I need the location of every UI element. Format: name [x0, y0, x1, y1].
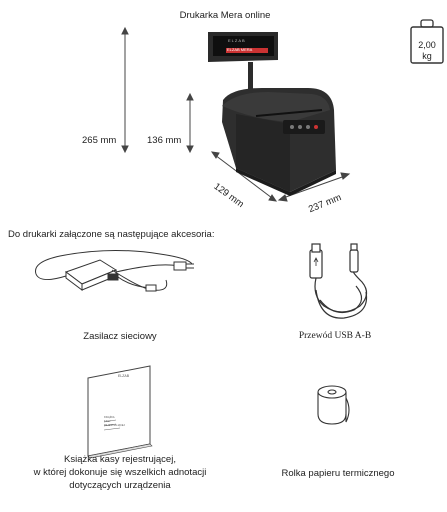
arrow-head-icon	[277, 194, 288, 202]
arrow-head-icon	[121, 26, 129, 35]
booklet-label-line1: Książka kasy rejestrującej,	[64, 454, 176, 465]
weight-value: 2,00	[418, 40, 436, 50]
booklet-label: Książka kasy rejestrującej, w której dok…	[10, 453, 230, 492]
dimension-total-height: 265 mm	[82, 135, 117, 146]
arrow-head-icon	[186, 92, 194, 101]
booklet-cover-line2: KASY	[104, 420, 111, 423]
usb-cable-label: Przewód USB A-B	[298, 331, 372, 341]
weight-badge: 2,00 kg	[409, 19, 445, 66]
paper-roll-label: Rolka papieru termicznego	[281, 468, 395, 479]
page-title: Drukarka Mera online	[179, 10, 271, 21]
dimension-body-height: 136 mm	[147, 135, 182, 146]
accessories-intro: Do drukarki załączone są następujące akc…	[8, 229, 215, 240]
power-supply-label: Zasilacz sieciowy	[83, 331, 157, 342]
arrow-head-icon	[186, 145, 194, 154]
arrow-head-icon	[210, 151, 220, 159]
booklet-cover-brand: ELZAB	[118, 374, 130, 378]
weight-icon	[410, 19, 444, 64]
arrow-head-icon	[268, 194, 278, 202]
display-brand-text: ELZAB	[228, 38, 246, 43]
display-model-text: ELZAB MERA	[227, 47, 253, 52]
weight-unit: kg	[422, 51, 432, 61]
depth-arrow-line	[214, 154, 273, 199]
booklet-label-line3: dotyczących urządzenia	[69, 480, 171, 491]
arrow-head-icon	[340, 172, 351, 180]
booklet-cover-line1: KSIĄŻKA	[104, 416, 115, 419]
booklet-cover-line3: REJESTRUJĄCEJ	[104, 424, 125, 427]
booklet-label-line2: w której dokonuje się wszelkich adnotacj…	[33, 467, 207, 478]
arrow-head-icon	[121, 145, 129, 154]
